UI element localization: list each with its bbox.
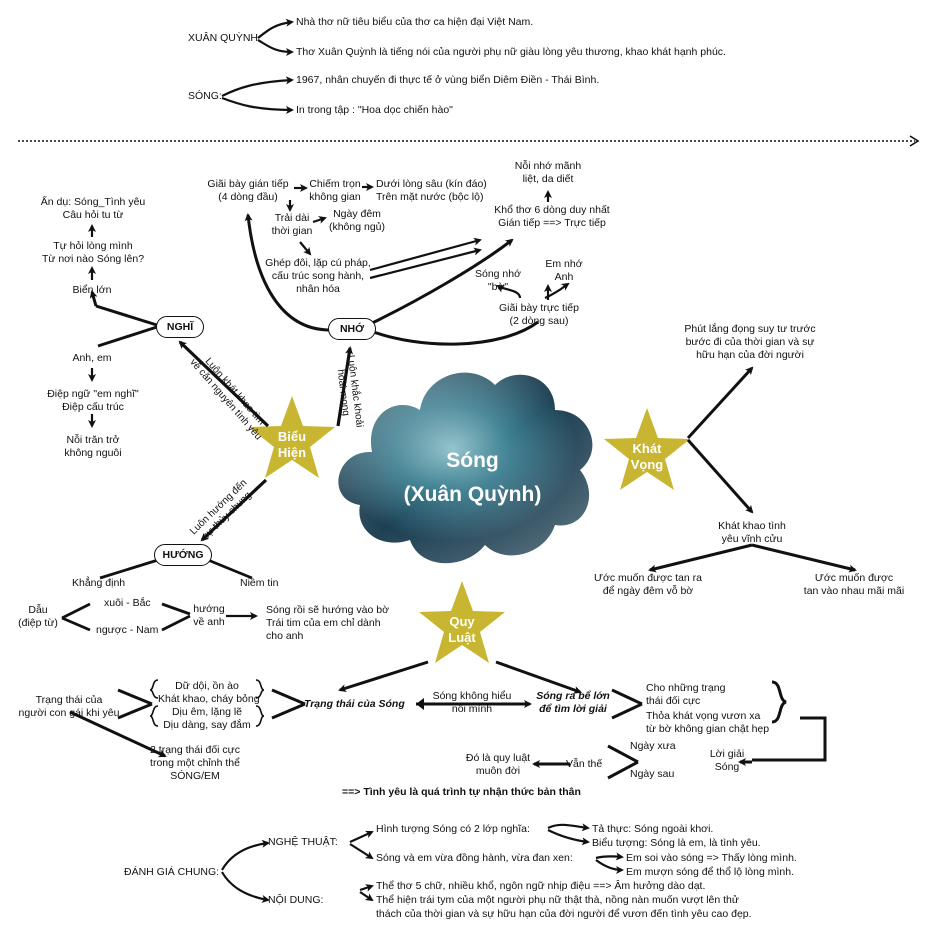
- huong-niem-tin: Niềm tin: [240, 577, 279, 589]
- center-title: Sóng (Xuân Quỳnh): [375, 444, 570, 512]
- huong-node: HƯỚNG: [154, 544, 212, 566]
- ql-van-the: Vẫn thế: [566, 758, 603, 770]
- song-point-2: In trong tập : "Hoa dọc chiến hào": [296, 104, 453, 116]
- ql-conclusion: ==> Tình yêu là quá trình tự nhận thức b…: [342, 786, 581, 798]
- dg-noi-dung: NỘI DUNG:: [268, 894, 324, 906]
- star-quy-luat: [419, 581, 505, 663]
- song-point-1: 1967, nhân chuyến đi thực tế ở vùng biển…: [296, 74, 600, 86]
- center-cloud: [338, 372, 593, 564]
- star-khat-vong: [604, 408, 690, 490]
- huong-dau: Dẫu(điệp từ): [18, 604, 58, 629]
- xuan-quynh-label: XUÂN QUỲNH:: [188, 32, 261, 44]
- dg-nt-2: Sóng và em vừa đồng hành, vừa đan xen:: [376, 852, 573, 864]
- dg-nd-2b: thách của thời gian và sự hữu hạn của đờ…: [376, 908, 752, 920]
- nghi-anh-em: Anh, em: [72, 352, 112, 364]
- song-label: SÓNG:: [188, 90, 222, 102]
- dg-nd-2a: Thể hiện trái tym của một người phụ nữ t…: [376, 894, 739, 906]
- nho-song-nho: Sóng nhớ"bờ": [474, 268, 521, 293]
- huong-khang-dinh: Khẳng định: [72, 577, 126, 589]
- ql-ngay-xua: Ngày xưa: [630, 740, 676, 752]
- dg-nghe-thuat: NGHỆ THUẬT:: [268, 836, 338, 848]
- dg-label: ĐÁNH GIÁ CHUNG:: [124, 866, 220, 878]
- nghi-bien-lon: Biển lớn: [72, 284, 112, 296]
- nho-giai-bay-truc-tiep: Giãi bày trực tiếp(2 dòng sau): [499, 302, 579, 327]
- dg-nt-1a: Tả thực: Sóng ngoài khơi.: [592, 823, 714, 835]
- star-bieu-hien: [249, 396, 335, 478]
- xuan-quynh-point-2: Thơ Xuân Quỳnh là tiếng nói của người ph…: [296, 46, 726, 58]
- ql-trang-thai-song: Trạng thái của Sóng: [304, 698, 405, 710]
- huong-nguoc: ngược - Nam: [96, 624, 159, 636]
- center-title-line1: Sóng: [446, 449, 499, 472]
- header-arrows: [221, 18, 294, 114]
- dg-nt-2b: Em mượn sóng để thổ lộ lòng mình.: [626, 866, 794, 878]
- dg-nt-1: Hình tượng Sóng có 2 lớp nghĩa:: [376, 823, 530, 835]
- ql-ngay-sau: Ngày sau: [630, 768, 675, 780]
- nghi-diep-ngu: Điệp ngữ "em nghĩ"Điệp cấu trúc: [47, 388, 139, 413]
- nghi-node: NGHĨ: [156, 316, 204, 338]
- dg-nd-1: Thể thơ 5 chữ, nhiều khổ, ngôn ngữ nhịp …: [376, 880, 706, 892]
- nho-ghep-doi: Ghép đôi, lặp cú pháp,cấu trúc song hành…: [265, 257, 371, 295]
- xuan-quynh-point-1: Nhà thơ nữ tiêu biểu của thơ ca hiện đại…: [296, 16, 534, 28]
- nho-node: NHỚ: [328, 318, 376, 340]
- nho-duoi-long: Dưới lòng sâu (kín đáo)Trên mặt nước (bộ…: [376, 178, 487, 203]
- nho-ngay-dem: Ngày đêm(không ngủ): [328, 208, 386, 233]
- huong-xuoi: xuôi - Bắc: [104, 597, 151, 609]
- dg-nt-2a: Em soi vào sóng => Thấy lòng mình.: [626, 852, 797, 864]
- dg-nt-1b: Biểu tượng: Sóng là em, là tình yêu.: [592, 837, 761, 849]
- center-title-line2: (Xuân Quỳnh): [403, 483, 542, 506]
- nho-giai-bay-gian-tiep: Giãi bày gián tiếp(4 dòng đầu): [207, 178, 289, 203]
